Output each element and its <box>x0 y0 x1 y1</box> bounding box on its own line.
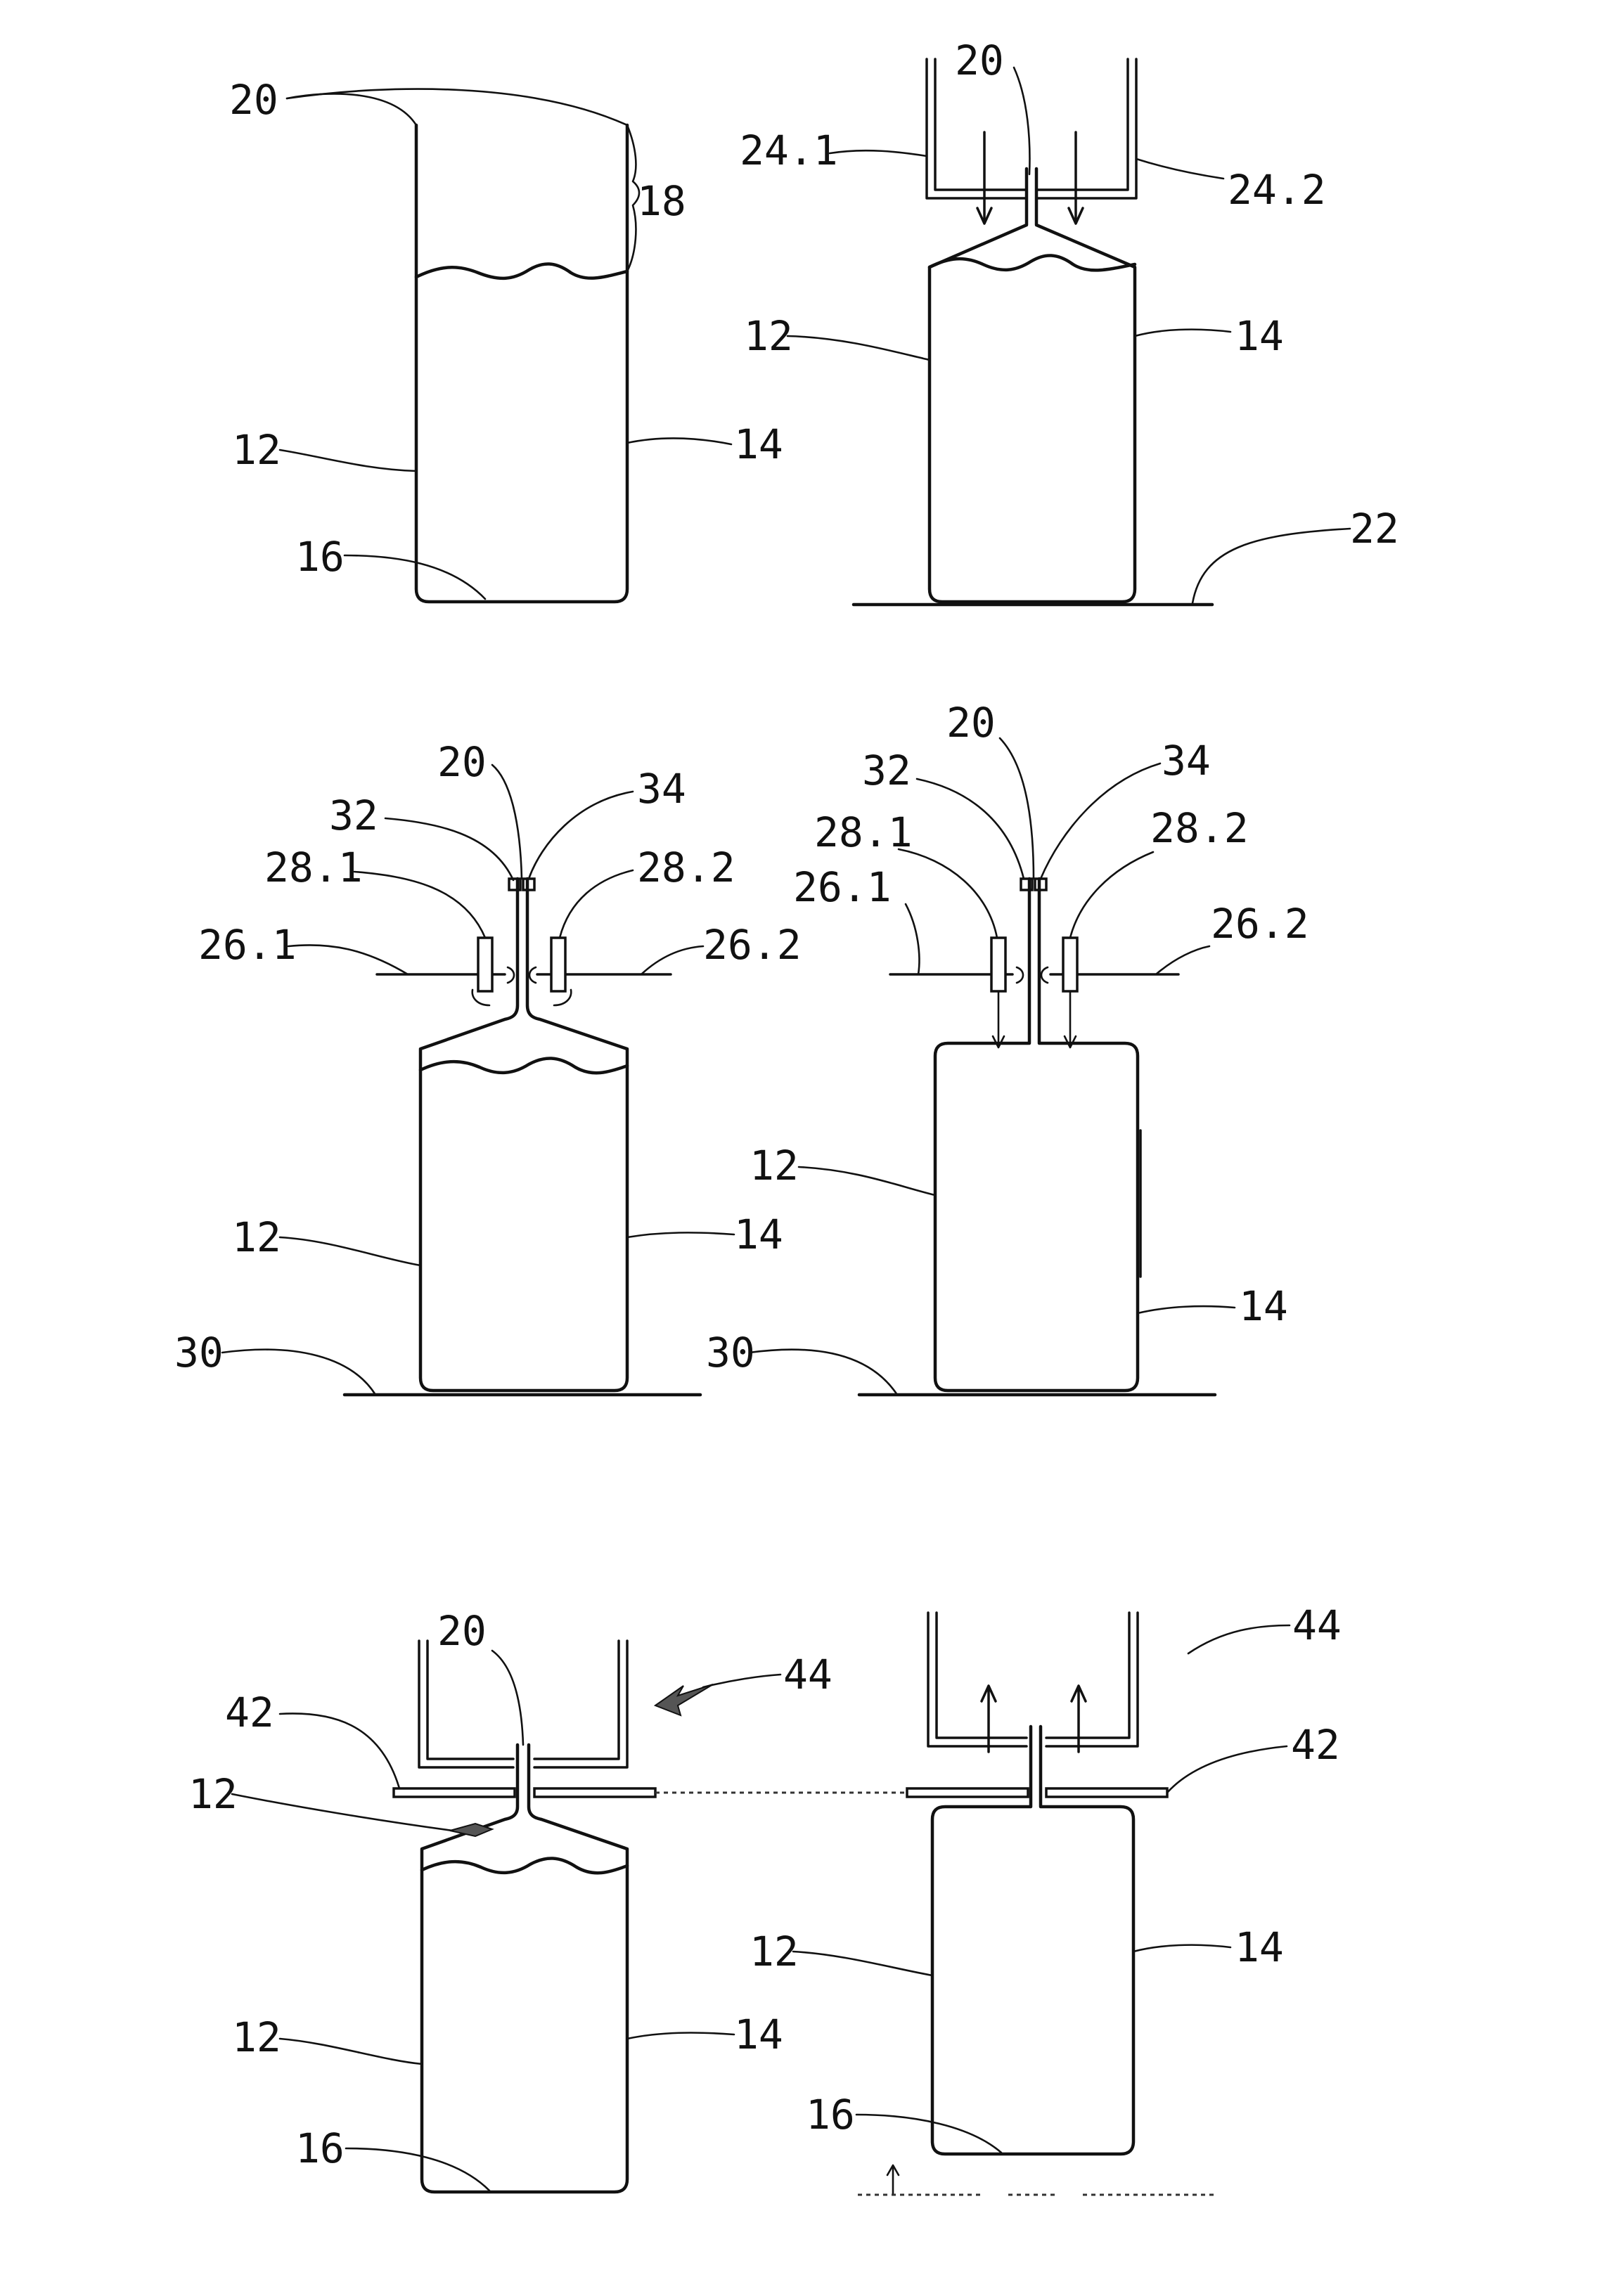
label-16: 16 <box>806 2091 855 2139</box>
plate-right <box>1046 1788 1167 1797</box>
roller-right <box>1063 938 1077 991</box>
label-28-2: 28.2 <box>1150 804 1249 852</box>
plate-left <box>394 1788 515 1797</box>
label-20: 20 <box>946 699 996 747</box>
label-26-2: 26.2 <box>703 921 802 969</box>
label-12: 12 <box>232 426 281 474</box>
label-20: 20 <box>437 1607 487 1655</box>
label-14: 14 <box>734 1211 783 1258</box>
plate-left <box>907 1788 1028 1797</box>
label-26-2: 26.2 <box>1211 900 1309 948</box>
plate-right <box>534 1788 655 1797</box>
label-12: 12 <box>744 312 793 360</box>
label-16: 16 <box>295 533 345 581</box>
label-14: 14 <box>734 420 783 468</box>
label-12: 12 <box>750 1928 799 1975</box>
label-16: 16 <box>295 2124 345 2172</box>
label-22: 22 <box>1350 505 1399 553</box>
label-30: 30 <box>706 1329 755 1376</box>
roller-right <box>551 938 565 991</box>
label-32: 32 <box>862 747 911 794</box>
label-42: 42 <box>1291 1721 1340 1769</box>
label-26-1: 26.1 <box>793 863 892 911</box>
label-20: 20 <box>229 76 278 124</box>
label-30: 30 <box>174 1329 224 1376</box>
label-14: 14 <box>1235 1923 1284 1971</box>
label-34: 34 <box>1162 737 1211 785</box>
label-18: 18 <box>637 177 686 225</box>
label-14: 14 <box>734 2011 783 2058</box>
roller-left <box>478 938 492 991</box>
label-12-shoulder: 12 <box>188 1770 238 1818</box>
label-24-1: 24.1 <box>740 127 838 174</box>
label-44: 44 <box>1292 1601 1342 1649</box>
label-34: 34 <box>637 765 686 813</box>
label-28-1: 28.1 <box>814 808 913 856</box>
roller-left <box>991 938 1005 991</box>
label-28-1: 28.1 <box>264 844 363 891</box>
label-32: 32 <box>329 792 378 839</box>
label-42: 42 <box>225 1689 274 1736</box>
label-14: 14 <box>1239 1282 1288 1330</box>
label-44: 44 <box>783 1651 832 1698</box>
label-12: 12 <box>232 1213 281 1261</box>
label-20: 20 <box>437 738 487 786</box>
label-20: 20 <box>955 37 1004 84</box>
label-24-2: 24.2 <box>1228 166 1326 214</box>
label-14: 14 <box>1235 312 1284 360</box>
label-28-2: 28.2 <box>637 844 735 891</box>
label-12: 12 <box>232 2013 281 2061</box>
label-26-1: 26.1 <box>198 921 297 969</box>
label-12: 12 <box>750 1142 799 1189</box>
